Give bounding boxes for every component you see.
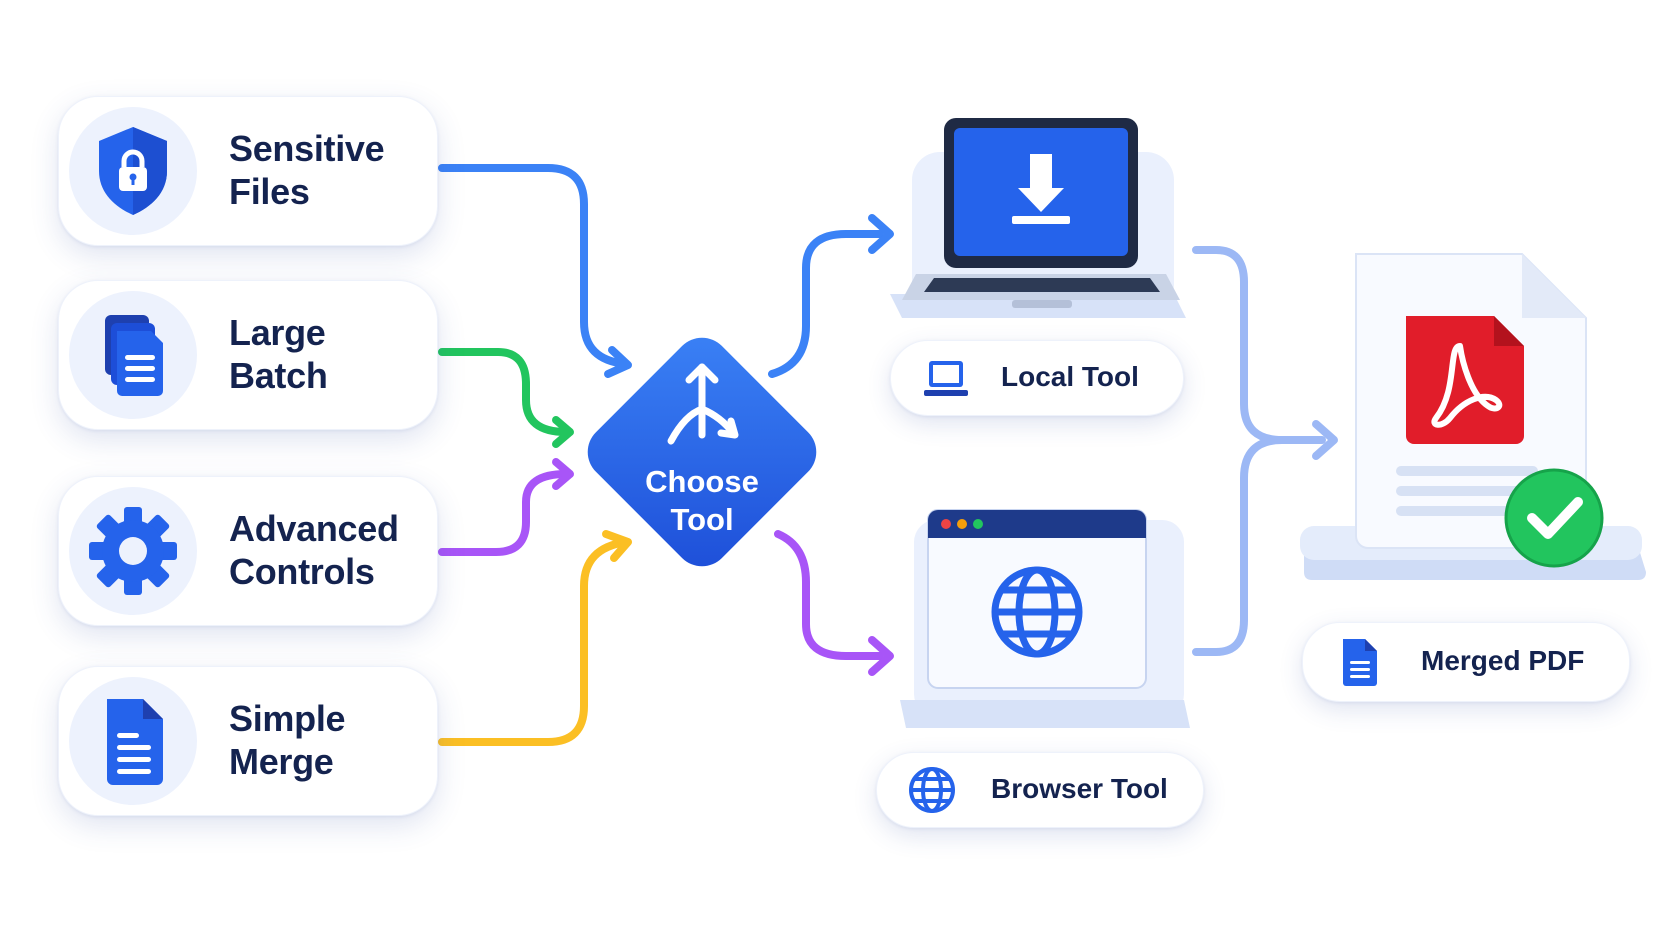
card-advanced-controls[interactable]: Advanced Controls (58, 476, 438, 626)
card-label-line2: Batch (229, 355, 328, 396)
browser-tool-label[interactable]: Browser Tool (876, 752, 1204, 828)
decision-diamond (587, 337, 817, 567)
icon-badge (69, 677, 197, 805)
browser-tool-text: Browser Tool (991, 773, 1168, 804)
decision-label-line2: Tool (670, 502, 734, 537)
card-label: Large Batch (229, 311, 429, 397)
card-label: Sensitive Files (229, 127, 429, 213)
card-label: Advanced Controls (229, 507, 429, 593)
card-label: Simple Merge (229, 697, 429, 783)
local-tool-label[interactable]: Local Tool (890, 340, 1184, 416)
flow-arrow-simple-merge (438, 538, 630, 746)
local-tool-text: Local Tool (1001, 361, 1139, 392)
flow-arrow-browser-to-output (1192, 436, 1286, 656)
document-icon (107, 699, 163, 785)
flow-arrow-to-browser (774, 530, 884, 660)
icon-badge (69, 107, 197, 235)
card-label-line1: Large (229, 312, 326, 353)
card-sensitive-files[interactable]: Sensitive Files (58, 96, 438, 246)
decision-label: Choose Tool (573, 463, 831, 539)
shield-lock-icon (99, 127, 167, 215)
laptop-download-icon (882, 104, 1198, 342)
card-label-line2: Controls (229, 551, 375, 592)
merged-pdf-text: Merged PDF (1421, 645, 1585, 676)
flow-arrow-advanced-controls (438, 470, 570, 556)
globe-icon (909, 767, 955, 813)
split-arrow-icon (667, 363, 739, 445)
flow-arrow-to-local (768, 230, 884, 378)
decision-node-choose-tool[interactable]: Choose Tool (573, 323, 831, 581)
card-large-batch[interactable]: Large Batch (58, 280, 438, 430)
card-simple-merge[interactable]: Simple Merge (58, 666, 438, 816)
browser-window-globe-icon (894, 500, 1194, 744)
document-icon (1343, 639, 1377, 686)
card-label-line1: Advanced (229, 508, 399, 549)
card-label-line1: Simple (229, 698, 346, 739)
document-stack-icon (105, 315, 163, 396)
decision-label-line1: Choose (645, 464, 759, 499)
icon-badge (69, 487, 197, 615)
card-label-line2: Merge (229, 741, 334, 782)
card-label-line1: Sensitive (229, 128, 385, 169)
laptop-icon (924, 361, 968, 396)
flow-arrow-large-batch (438, 348, 570, 436)
gear-icon (89, 507, 177, 595)
pdf-file-check-icon (1300, 250, 1648, 620)
merged-pdf-label[interactable]: Merged PDF (1302, 622, 1630, 702)
icon-badge (69, 291, 197, 419)
card-label-line2: Files (229, 171, 310, 212)
flow-arrow-sensitive-files (438, 164, 630, 368)
